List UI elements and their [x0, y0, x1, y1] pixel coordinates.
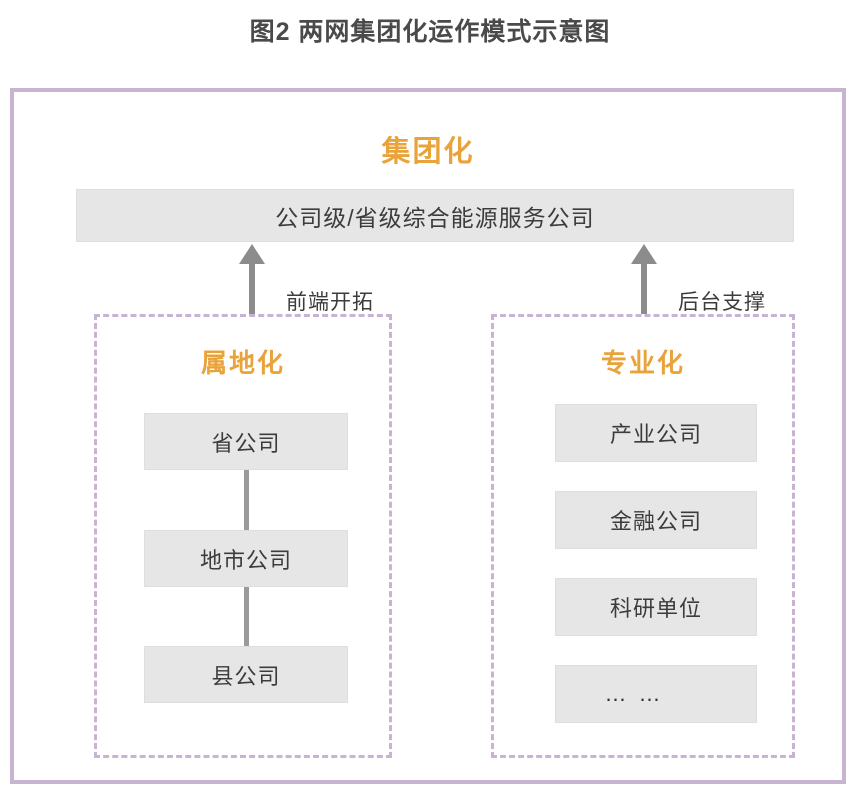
panel-localization: 属地化 省公司 地市公司 县公司 — [94, 314, 392, 758]
connector-line — [244, 587, 249, 646]
node-label: 金融公司 — [609, 509, 702, 534]
arrow-label-back-office: 后台支撑 — [678, 291, 766, 314]
arrow-label-front-end: 前端开拓 — [286, 291, 374, 314]
arrow-up-icon-back-office — [631, 244, 657, 316]
node-label: 县公司 — [211, 663, 281, 689]
panel-specialization: 专业化 产业公司 金融公司 科研单位 … … — [491, 314, 795, 758]
node-label: 省公司 — [211, 430, 281, 456]
top-entity-box: 公司级/省级综合能源服务公司 — [76, 189, 794, 242]
node-box: 金融公司 — [555, 491, 757, 549]
connector-line — [244, 470, 249, 530]
node-box: … … — [555, 665, 757, 723]
node-box: 县公司 — [144, 646, 348, 703]
node-label-ellipsis: … … — [604, 681, 664, 706]
top-entity-label: 公司级/省级综合能源服务公司 — [275, 204, 595, 231]
node-box: 产业公司 — [555, 404, 757, 462]
arrow-shaft — [641, 260, 647, 316]
node-label: 产业公司 — [609, 422, 702, 447]
node-box: 地市公司 — [144, 530, 348, 587]
panel-heading-localization: 属地化 — [200, 348, 285, 378]
arrow-head-icon — [631, 244, 657, 264]
diagram-frame: 集团化 公司级/省级综合能源服务公司 前端开拓 后台支撑 属地化 省公司 地市公… — [10, 88, 846, 784]
panel-heading-specialization: 专业化 — [600, 348, 685, 378]
node-box: 省公司 — [144, 413, 348, 470]
arrow-head-icon — [239, 244, 265, 264]
page-title: 图2 两网集团化运作模式示意图 — [249, 18, 611, 46]
node-label: 地市公司 — [199, 547, 292, 573]
arrow-shaft — [249, 260, 255, 316]
node-box: 科研单位 — [555, 578, 757, 636]
arrow-up-icon-front-end — [239, 244, 265, 316]
group-heading: 集团化 — [381, 136, 475, 168]
node-label: 科研单位 — [609, 596, 702, 621]
